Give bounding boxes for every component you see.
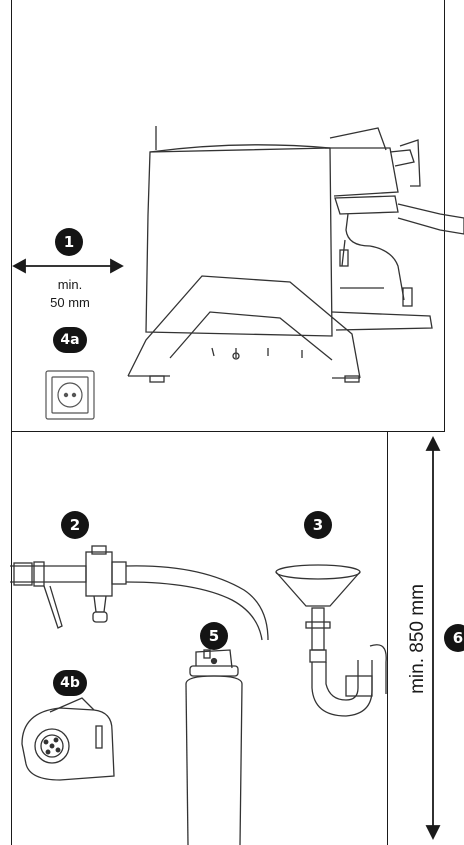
drain-funnel-illustration [275,564,387,717]
height-arrow [425,435,441,841]
badge-4b: 4b [53,670,87,696]
badge-5: 5 [200,622,228,650]
clearance-label-value: 50 mm [50,295,90,310]
badge-4a: 4a [53,327,87,353]
badge-1: 1 [55,228,83,256]
height-label: min. 850 mm [407,584,428,694]
water-filter-cylinder-illustration [185,649,243,845]
frame-inner-vertical [387,432,388,845]
water-inlet-valve-illustration [10,545,269,641]
frame-left-border [11,0,12,845]
wall-socket-icon [45,370,95,420]
badge-6: 6 [444,624,464,652]
industrial-socket-illustration [21,697,115,781]
frame-right-border-top [444,0,445,432]
badge-2: 2 [61,511,89,539]
clearance-arrow [12,258,124,274]
frame-divider [11,431,445,432]
badge-3: 3 [304,511,332,539]
clearance-label-min: min. [57,277,83,292]
espresso-machine-illustration [127,126,464,383]
